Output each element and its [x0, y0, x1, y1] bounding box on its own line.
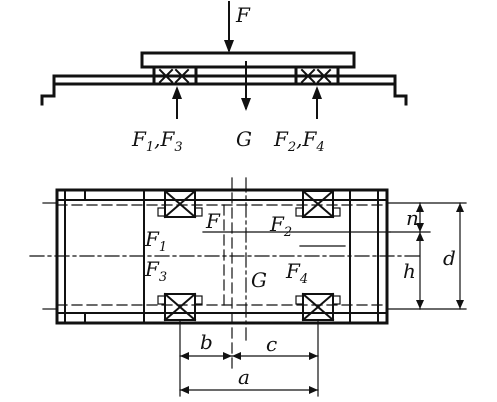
bearing-plan-bottom-right — [295, 292, 341, 322]
label-plan-f2: F2 — [269, 212, 292, 240]
force-arrow-top — [224, 1, 234, 53]
bearing-plan-top-right — [295, 189, 341, 219]
gravity-arrow — [241, 61, 251, 111]
label-f2-f4: F2,F4 — [273, 127, 325, 155]
reaction-arrow-left — [172, 86, 182, 119]
dimension-b — [179, 352, 233, 360]
label-gravity: G — [236, 127, 252, 151]
label-dim-n: n — [406, 206, 419, 230]
guide-rail — [40, 74, 408, 106]
bearing-plan-top-left — [157, 189, 203, 219]
label-force-top: F — [235, 3, 251, 27]
dimension-h — [416, 231, 424, 310]
label-plan-f1: F1 — [144, 227, 167, 255]
label-dim-c: c — [266, 332, 277, 356]
bearing-plan-bottom-left — [157, 292, 203, 322]
plan-view: F1 F F2 F3 G F4 n h — [29, 177, 467, 397]
label-plan-f3: F3 — [144, 257, 167, 285]
label-dim-b: b — [200, 330, 213, 354]
label-plan-g: G — [251, 268, 267, 292]
label-dim-h: h — [403, 259, 416, 283]
label-plan-f4: F4 — [285, 259, 308, 287]
label-dim-a: a — [238, 365, 250, 389]
dimension-c — [231, 352, 319, 360]
label-dim-d: d — [443, 246, 456, 270]
dimension-d — [419, 202, 467, 310]
reaction-arrow-right — [312, 86, 322, 119]
label-plan-f: F — [205, 209, 221, 233]
dimension-n — [389, 202, 431, 233]
platform — [140, 51, 356, 69]
label-f1-f3: F1,F3 — [131, 127, 183, 155]
elevation-view: F — [40, 1, 408, 155]
dimension-a — [179, 386, 319, 394]
